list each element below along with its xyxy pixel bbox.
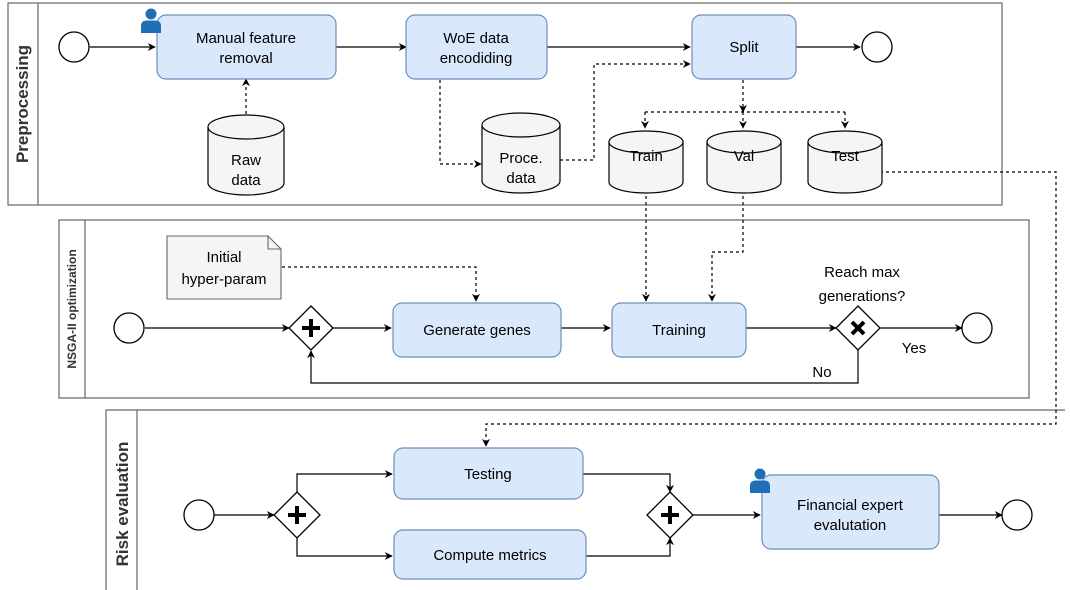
start-event-nsga — [113, 312, 145, 344]
task-label-line2: removal — [219, 50, 272, 67]
datastore-test: Test — [807, 130, 883, 194]
datastore-processed-data: Proce. data — [481, 112, 561, 194]
task-label: Compute metrics — [433, 547, 546, 564]
parallel-gateway-join — [646, 491, 694, 539]
task-label-line1: Financial expert — [797, 497, 904, 514]
task-manual-feature-removal[interactable]: Manual feature removal — [156, 14, 337, 80]
datastore-raw-data: Raw data — [207, 114, 285, 196]
lane-label-risk: Risk evaluation — [113, 442, 132, 567]
user-icon — [141, 8, 161, 33]
datastore-label-line1: Proce. — [499, 150, 542, 167]
user-icon — [750, 468, 770, 493]
end-event-risk — [1001, 499, 1033, 531]
exclusive-gateway-max-generations — [835, 305, 881, 351]
sequence-flows — [90, 43, 1003, 560]
task-label: Generate genes — [423, 322, 531, 339]
task-split[interactable]: Split — [691, 14, 797, 80]
note-initial-hyper-param: Initial hyper-param — [166, 235, 282, 300]
datastore-label: Train — [629, 148, 663, 165]
parallel-gateway-split — [273, 491, 321, 539]
data-associations — [242, 60, 1057, 447]
task-label: Training — [652, 322, 706, 339]
datastore-label: Test — [831, 148, 859, 165]
task-label-line2: encodiding — [440, 50, 513, 67]
end-event-nsga — [961, 312, 993, 344]
pool-risk-evaluation: Risk evaluation — [105, 409, 1065, 590]
task-label-line1: WoE data — [443, 30, 509, 47]
end-event-preprocessing — [861, 31, 893, 63]
gateway-question-line1: Reach max — [824, 264, 900, 281]
task-financial-expert[interactable]: Financial expert evalutation — [761, 474, 940, 550]
datastore-val: Val — [706, 130, 782, 194]
note-label-line1: Initial — [206, 249, 241, 266]
task-label-line1: Manual feature — [196, 30, 296, 47]
datastore-label-line2: data — [506, 170, 536, 187]
task-label: Testing — [464, 466, 512, 483]
gateway-question-line2: generations? — [819, 288, 906, 305]
datastore-label: Val — [734, 148, 755, 165]
task-woe-encoding[interactable]: WoE data encodiding — [405, 14, 548, 80]
note-label-line2: hyper-param — [181, 271, 266, 288]
task-testing[interactable]: Testing — [393, 447, 584, 500]
task-compute-metrics[interactable]: Compute metrics — [393, 529, 587, 580]
lane-label-preprocessing: Preprocessing — [13, 45, 32, 163]
start-event-preprocessing — [58, 31, 90, 63]
datastore-label-line1: Raw — [231, 152, 261, 169]
label-yes: Yes — [902, 340, 926, 357]
datastore-train: Train — [608, 130, 684, 194]
lane-label-nsga: NSGA-II optimization — [65, 249, 79, 368]
start-event-risk — [183, 499, 215, 531]
task-label: Split — [729, 39, 759, 56]
datastore-label-line2: data — [231, 172, 261, 189]
task-generate-genes[interactable]: Generate genes — [392, 302, 562, 358]
task-label-line2: evalutation — [814, 517, 887, 534]
parallel-gateway-nsga — [288, 305, 334, 351]
task-training[interactable]: Training — [611, 302, 747, 358]
label-no: No — [812, 364, 831, 381]
